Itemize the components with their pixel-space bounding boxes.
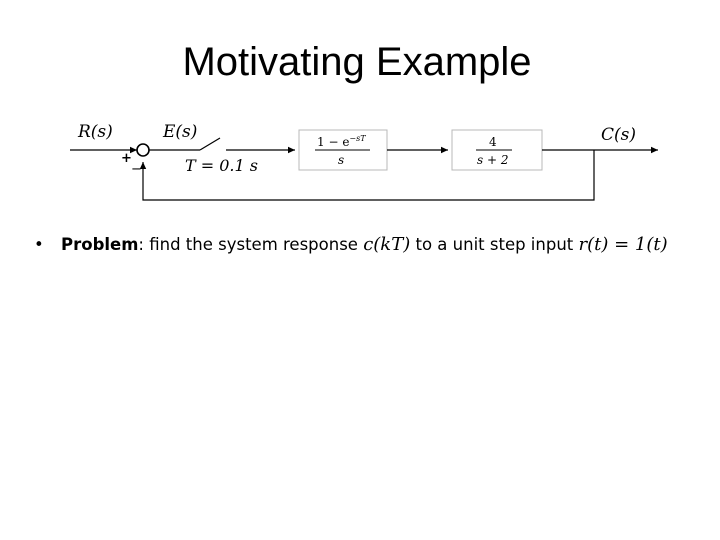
sampler-switch: [199, 137, 221, 151]
zoh-block: [298, 129, 388, 171]
problem-bullet: • Problem: find the system response c(kT)…: [34, 230, 714, 260]
problem-text-before: : find the system response: [138, 235, 364, 254]
feedback-path: [139, 150, 595, 201]
zoh-numerator-base: 1 − e: [317, 135, 349, 149]
plant-denominator: s + 2: [477, 153, 508, 167]
zoh-numerator: 1 − e−sT: [317, 134, 366, 149]
summing-minus-sign: −: [131, 162, 142, 177]
plant-numerator: 4: [489, 135, 497, 149]
input-label: R(s): [77, 122, 113, 142]
block-diagram: R(s) E(s) C(s) + − T = 0.1 s 1 − e−sT s …: [70, 122, 658, 201]
summing-plus-sign: +: [121, 151, 132, 166]
output-label: C(s): [601, 125, 636, 145]
bullet-marker: •: [34, 235, 44, 254]
summing-junction: [136, 143, 150, 157]
error-label: E(s): [162, 122, 197, 142]
response-expression: c(kT): [363, 234, 411, 255]
input-expression: r(t) = 1(t): [578, 234, 668, 255]
zoh-denominator: s: [338, 153, 344, 167]
sampling-period-label: T = 0.1 s: [185, 156, 258, 175]
problem-term: Problem: [61, 235, 139, 254]
slide-title: Motivating Example: [182, 40, 532, 84]
problem-text-middle: to a unit step input: [410, 235, 579, 254]
zoh-numerator-exponent: −sT: [349, 134, 366, 143]
